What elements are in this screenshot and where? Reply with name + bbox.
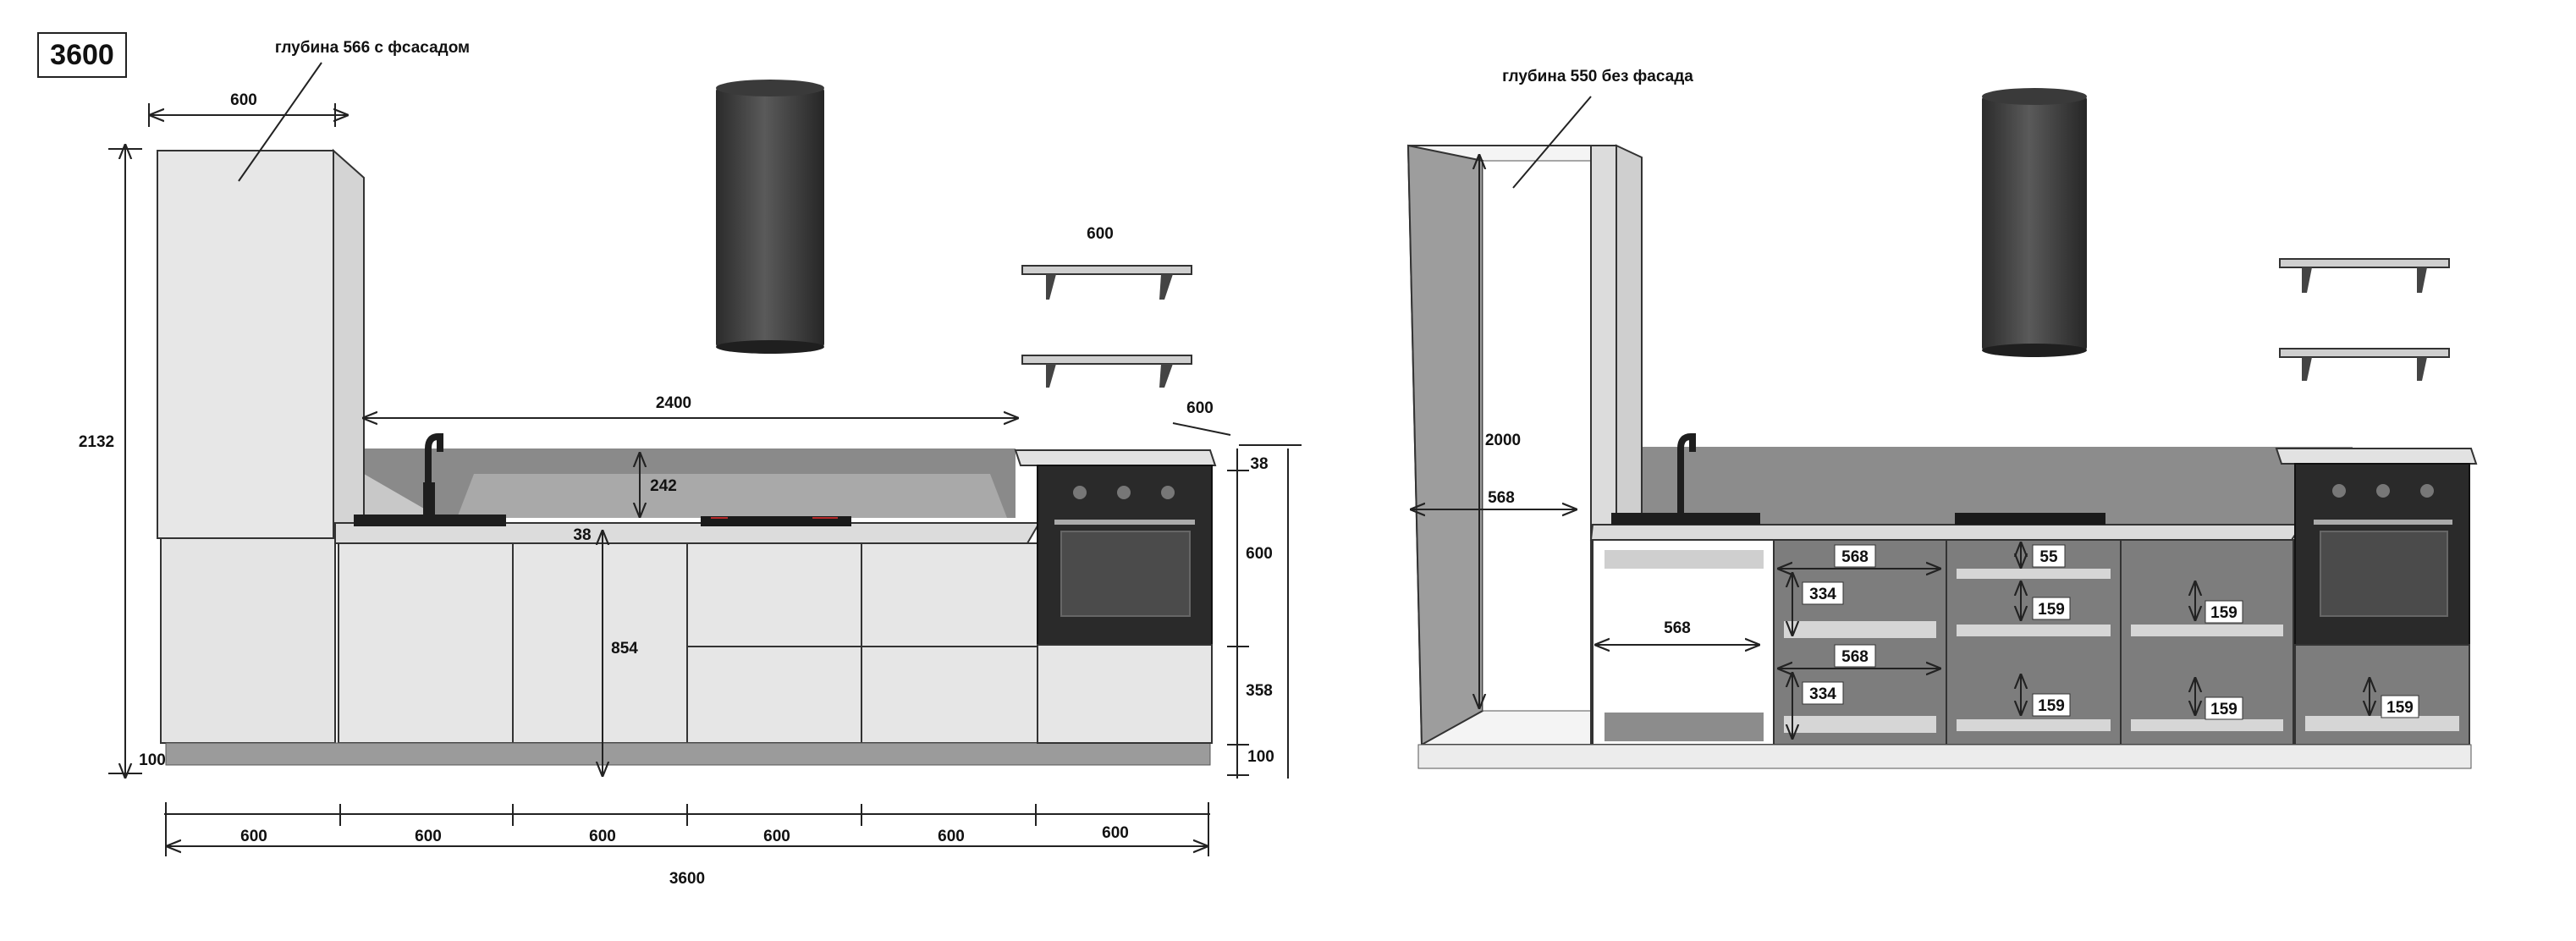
dim-shelf-gap-1: 159 — [2038, 601, 2065, 619]
wall-shelf-lower — [1021, 355, 1192, 388]
base-front-2 — [512, 542, 688, 744]
dim-plinth-left: 100 — [139, 751, 166, 769]
dim-tall-width: 600 — [230, 91, 257, 109]
carcass-hob — [1955, 513, 2105, 525]
tall-cabinet-upper — [157, 150, 334, 539]
dim-shelf-width: 600 — [1087, 225, 1114, 243]
dim-shelf-gap-3: 159 — [2210, 604, 2237, 622]
carcass-shelf-lower — [2279, 348, 2450, 381]
left-view: глубина 566 с фсасадом 600 2132 100 2400… — [79, 39, 1302, 888]
dim-shelf-gap-4: 159 — [2210, 701, 2237, 718]
dim-oven-top: 38 — [1250, 455, 1268, 473]
cooker-hood — [716, 86, 824, 349]
depth-note-right: глубина 550 без фасада — [1502, 68, 1693, 85]
dim-module-4: 600 — [763, 828, 790, 845]
sink — [354, 515, 506, 526]
dim-shelf-gap-5: 159 — [2386, 699, 2414, 717]
dim-inner-width: 568 — [1488, 489, 1515, 507]
carcass-sink — [1611, 513, 1760, 525]
drawer-box-1 — [1773, 539, 1947, 746]
wall-shelf-upper — [1021, 265, 1192, 300]
dim-drawer-width-1: 568 — [1841, 548, 1869, 566]
dim-module-5: 600 — [938, 828, 965, 845]
oven-drawer — [1037, 644, 1213, 744]
dim-base-height: 854 — [611, 640, 638, 658]
dim-drawer-height-2: 334 — [1809, 685, 1836, 703]
dim-niche-width: 568 — [1664, 619, 1691, 637]
depth-note-left: глубина 566 с фсасадом — [275, 39, 470, 57]
dim-drawer-width-2: 568 — [1841, 648, 1869, 666]
oven-column-top — [1014, 449, 1217, 466]
faucet — [425, 433, 443, 515]
dim-overall-width: 3600 — [669, 870, 705, 888]
carcass-shelf-upper — [2279, 258, 2450, 293]
dim-small-gap: 55 — [2039, 548, 2058, 566]
base-front-4a — [861, 542, 1038, 647]
dim-top-thickness: 38 — [573, 526, 591, 544]
carcass-backwall — [1625, 447, 2353, 525]
carcass-hood — [1982, 95, 2087, 352]
dim-oven-plinth: 100 — [1247, 748, 1274, 766]
dim-module-6: 600 — [1102, 824, 1129, 842]
dim-drawer-height-1: 334 — [1809, 586, 1836, 603]
dim-oven-drawer: 358 — [1246, 682, 1273, 700]
dim-total-height: 2132 — [79, 433, 114, 451]
carcass-plinth — [1417, 744, 2472, 769]
dim-oven-width: 600 — [1186, 399, 1214, 417]
tall-cabinet-side — [333, 148, 365, 540]
right-view: глубина 550 без фасада 2000 568 568 568 … — [1406, 68, 2478, 769]
plinth — [165, 742, 1211, 766]
dim-module-2: 600 — [415, 828, 442, 845]
dim-inner-height: 2000 — [1485, 432, 1521, 449]
dim-counter-length: 2400 — [656, 394, 691, 412]
dim-module-3: 600 — [589, 828, 616, 845]
dim-oven-niche: 600 — [1246, 545, 1273, 563]
dim-shelf-gap-2: 159 — [2038, 697, 2065, 715]
base-front-1 — [338, 542, 514, 744]
carcass-countertop — [1589, 524, 2304, 541]
dim-module-1: 600 — [240, 828, 267, 845]
dim-backsplash: 242 — [650, 477, 677, 495]
model-code-label: 3600 — [37, 32, 127, 78]
tall-cabinet-lower — [160, 537, 336, 744]
base-front-4b — [861, 646, 1038, 744]
base-front-3a — [686, 542, 862, 647]
base-front-3b — [686, 646, 862, 744]
